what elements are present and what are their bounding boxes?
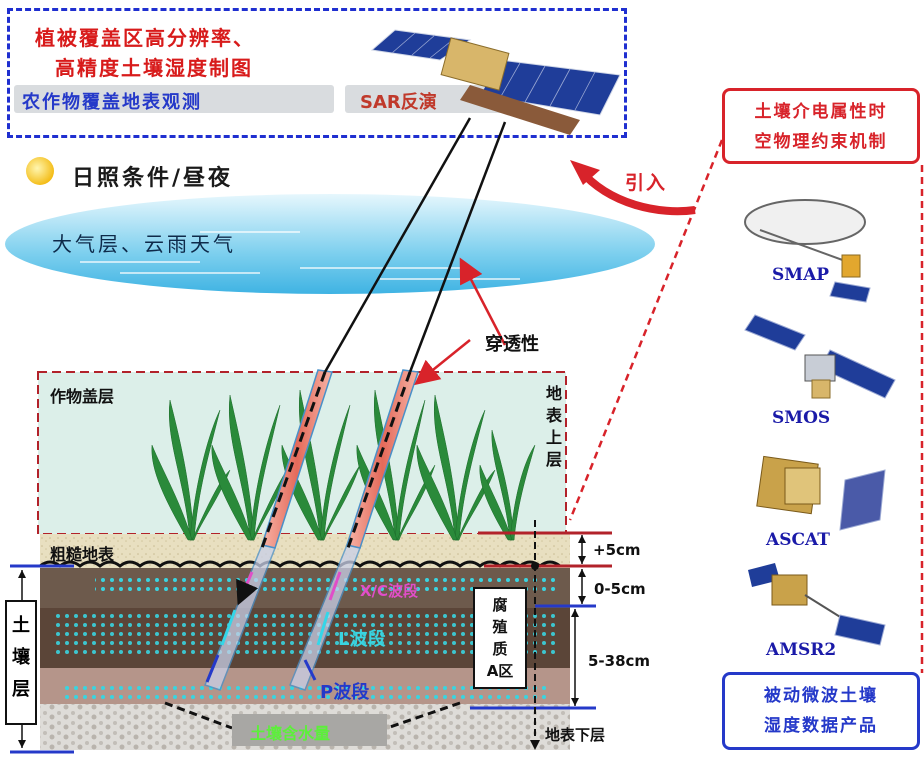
mechanism-line1: 土壤介电属性时 — [754, 102, 888, 122]
smap-satellite-icon — [744, 199, 871, 303]
sar-satellite-icon — [370, 29, 621, 135]
atmosphere-label: 大气层、云雨天气 — [52, 232, 236, 256]
passive-microwave-product-box: 被动微波土壤 湿度数据产品 — [722, 672, 920, 750]
soil-layer-label: 土 壤 层 — [5, 600, 37, 725]
crop-tag-bg — [14, 85, 334, 113]
depth-0-5-label: 0-5cm — [594, 580, 646, 598]
depth-plus5-label: +5cm — [593, 541, 641, 559]
sar-inversion-tag: SAR反演 — [360, 92, 437, 113]
above-surface-label: 地 表 上 层 — [545, 384, 562, 469]
penetration-label: 穿透性 — [485, 334, 539, 355]
below-surface-label: 地表下层 — [545, 726, 606, 744]
smap-label: SMAP — [772, 265, 830, 285]
cloud-layer — [5, 194, 655, 294]
sar-mapping-box — [7, 8, 627, 138]
smos-label: SMOS — [772, 408, 831, 428]
crop-layer-label: 作物盖层 — [50, 387, 115, 406]
l-band-label: L波段 — [338, 629, 386, 650]
humus-zone-label: 腐 殖 质 A区 — [486, 596, 514, 680]
rough-surface-label: 粗糙地表 — [50, 545, 115, 564]
intro-arrow — [576, 167, 696, 216]
product-line2: 湿度数据产品 — [764, 716, 878, 736]
sun-condition-label: 日照条件/昼夜 — [72, 166, 234, 191]
crop-observation-tag: 农作物覆盖地表观测 — [22, 92, 202, 113]
mechanism-line2: 空物理约束机制 — [754, 132, 888, 152]
product-line1: 被动微波土壤 — [764, 686, 878, 706]
mapping-title-line2: 高精度土壤湿度制图 — [55, 56, 253, 80]
smos-satellite-icon — [744, 314, 896, 399]
xc-band-label: X/C波段 — [360, 582, 419, 600]
mapping-title-line1: 植被覆盖区高分辨率、 — [35, 26, 255, 50]
p-band-label: P波段 — [320, 682, 370, 703]
intro-label: 引入 — [625, 172, 668, 194]
ascat-label: ASCAT — [766, 530, 830, 550]
ascat-satellite-icon — [756, 455, 886, 531]
amsr2-label: AMSR2 — [766, 640, 837, 660]
soil-moisture-label: 土壤含水量 — [250, 724, 331, 743]
constraint-mechanism-box: 土壤介电属性时 空物理约束机制 — [722, 88, 920, 164]
sun-icon — [26, 157, 54, 185]
depth-5-38-label: 5-38cm — [588, 652, 651, 670]
amsr2-satellite-icon — [748, 563, 886, 646]
